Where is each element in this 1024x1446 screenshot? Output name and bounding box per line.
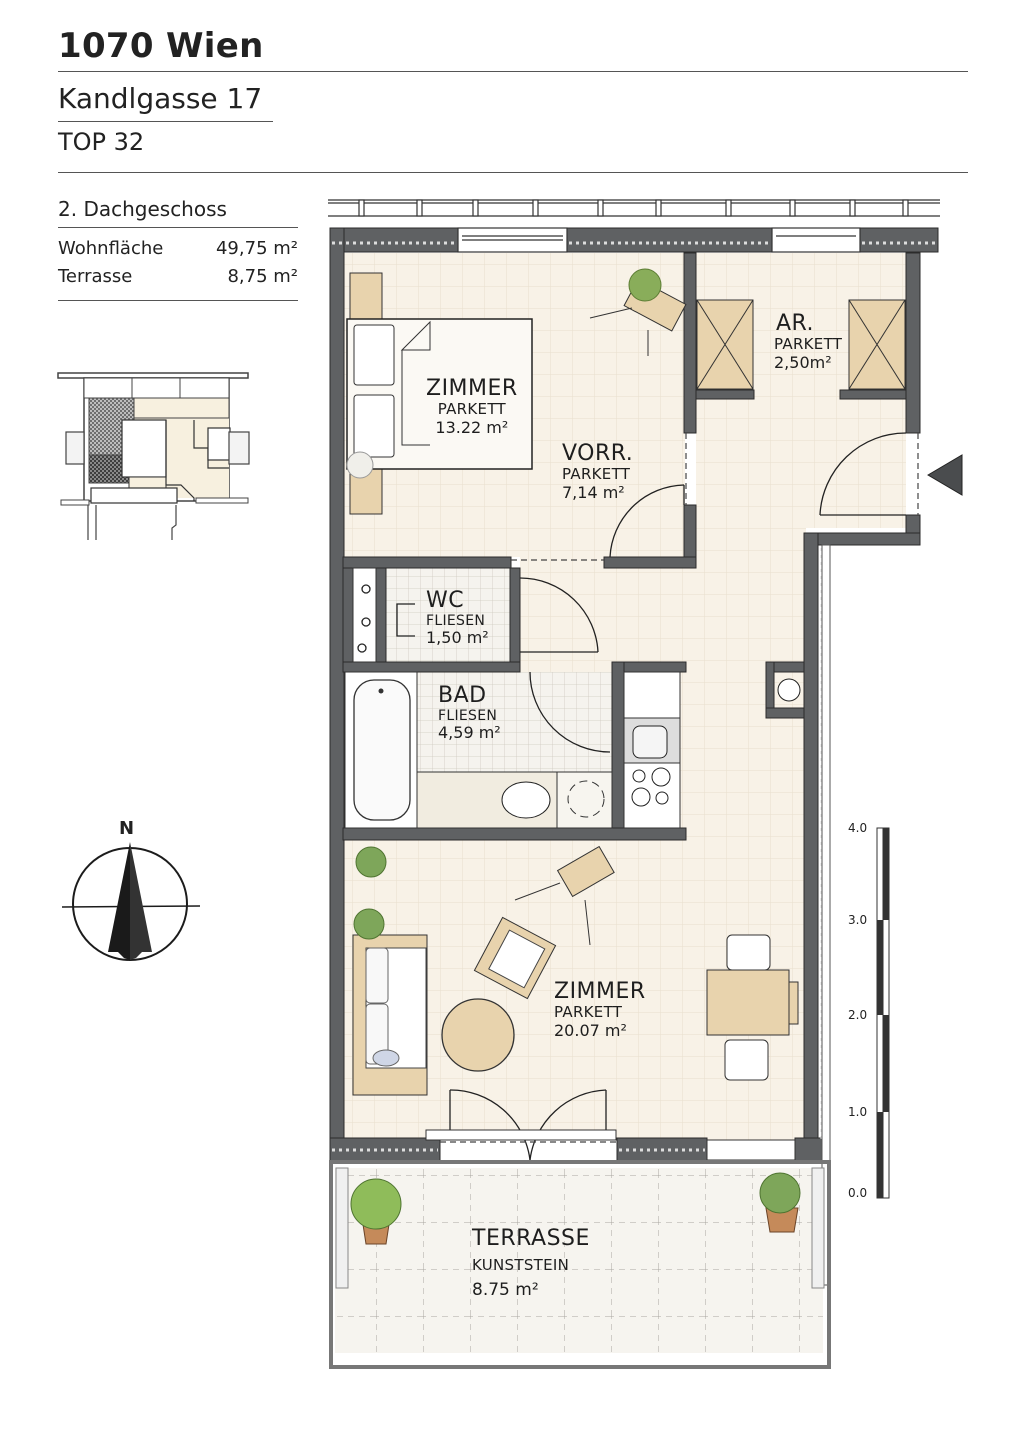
unit-divider (58, 172, 968, 173)
room-area: 4,59 m² (438, 723, 501, 743)
summary-divider-bottom (58, 300, 298, 301)
room-storage: AR. PARKETT 2,50m² (774, 311, 842, 372)
plant-icon (350, 846, 801, 1245)
room-wc: WC FLIESEN 1,50 m² (426, 588, 489, 648)
room-bath: BAD FLIESEN 4,59 m² (438, 683, 501, 743)
room-area: 13.22 m² (435, 417, 509, 437)
area-label: Terrasse (58, 266, 133, 287)
area-row-living: Wohnfläche 49,75 m² (58, 238, 298, 259)
room-name: ZIMMER (426, 376, 518, 401)
compass-north-label: N (119, 818, 135, 839)
area-value: 49,75 m² (215, 238, 298, 259)
floor-label: 2. Dachgeschoss (58, 197, 227, 221)
room-terrace: TERRASSE KUNSTSTEIN 8.75 m² (472, 1226, 590, 1300)
street-title: Kandlgasse 17 (58, 82, 263, 115)
room-name: ZIMMER (554, 979, 646, 1004)
unit-title: TOP 32 (58, 128, 145, 156)
summary-divider-top (58, 227, 298, 228)
room-floor: FLIESEN (438, 708, 498, 725)
room-floor: PARKETT (554, 1003, 623, 1022)
scale-tick-2: 2.0 (848, 1008, 868, 1022)
railing (328, 199, 940, 217)
room-area: 8.75 m² (472, 1279, 539, 1300)
room-area: 20.07 m² (554, 1020, 627, 1040)
room-floor: KUNSTSTEIN (472, 1256, 570, 1275)
area-label: Wohnfläche (58, 238, 164, 259)
room-floor: PARKETT (437, 400, 506, 419)
area-row-terrace: Terrasse 8,75 m² (58, 266, 298, 287)
room-bedroom: ZIMMER PARKETT 13.22 m² (426, 376, 518, 437)
room-name: WC (426, 588, 465, 613)
scale-tick-4: 4.0 (848, 821, 868, 835)
area-value: 8,75 m² (227, 266, 298, 287)
header-divider (58, 71, 968, 72)
room-area: 2,50m² (774, 352, 832, 372)
room-hallway: VORR. PARKETT 7,14 m² (562, 441, 633, 502)
room-name: VORR. (562, 441, 634, 466)
key-plan-map (57, 372, 250, 540)
room-name: BAD (438, 683, 487, 708)
north-arrow-icon (62, 842, 201, 961)
scale-tick-0: 0.0 (848, 1186, 868, 1200)
room-name: TERRASSE (472, 1226, 590, 1251)
scale-tick-3: 3.0 (848, 913, 868, 927)
room-name: AR. (776, 311, 815, 336)
city-title: 1070 Wien (58, 26, 264, 66)
room-area: 1,50 m² (426, 628, 489, 648)
room-floor: PARKETT (562, 465, 631, 484)
room-area: 7,14 m² (562, 482, 625, 502)
entrance-triangle-icon (927, 454, 963, 496)
room-floor: PARKETT (774, 335, 843, 354)
room-floor: FLIESEN (426, 613, 486, 630)
room-living: ZIMMER PARKETT 20.07 m² (554, 979, 646, 1040)
street-underline (58, 121, 273, 122)
scale-tick-1: 1.0 (848, 1105, 868, 1119)
